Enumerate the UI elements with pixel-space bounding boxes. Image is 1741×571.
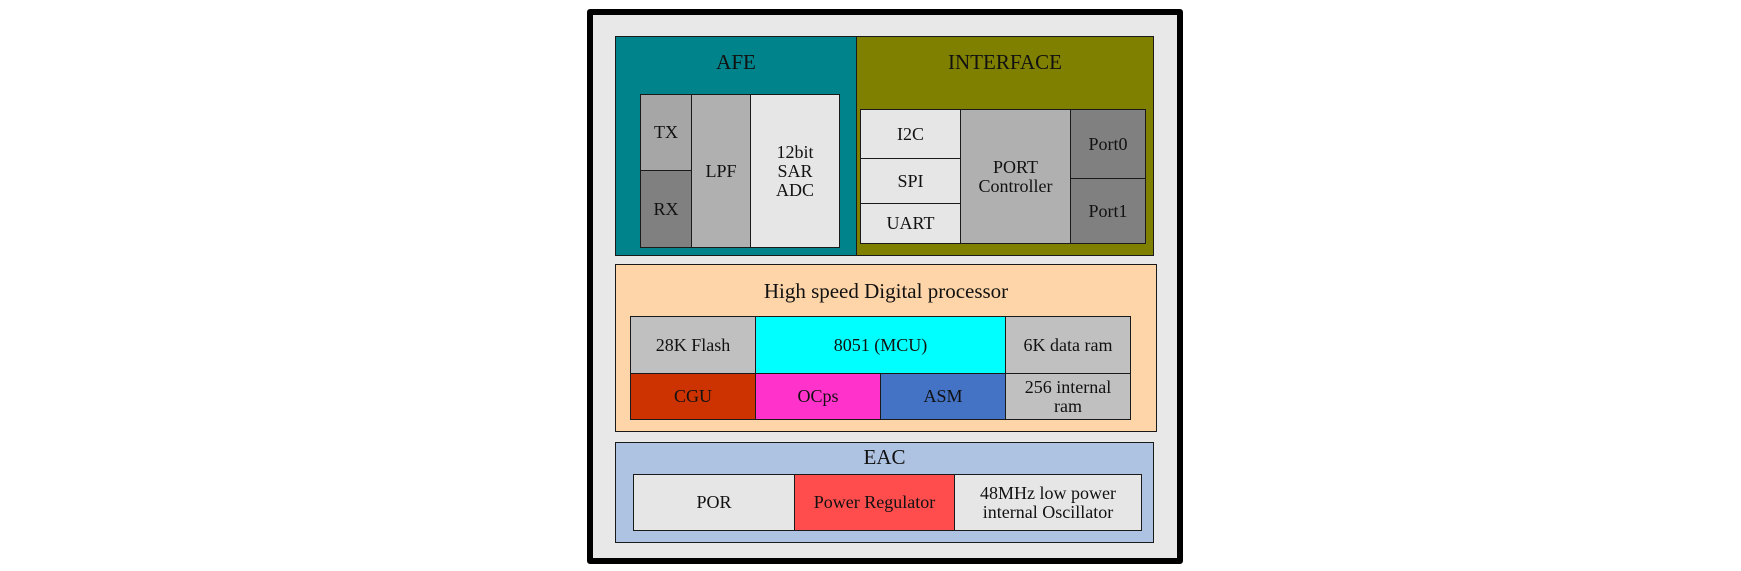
port1-block: Port1 [1070,178,1146,244]
afe-title: AFE [716,50,756,74]
interface-title: INTERFACE [948,50,1062,74]
internal-ram-block: 256 internal ram [1005,373,1131,420]
port0-block: Port0 [1070,109,1146,179]
port-controller-block: PORT Controller [960,109,1071,244]
adc-block: 12bit SAR ADC [750,94,840,248]
power-regulator-block: Power Regulator [794,474,955,531]
eac-title: EAC [863,445,906,469]
flash-block: 28K Flash [630,316,756,374]
ocps-block: OCps [755,373,881,420]
digital-processor-title: High speed Digital processor [763,279,1009,303]
data-ram-block: 6K data ram [1005,316,1131,374]
spi-block: SPI [860,158,961,204]
oscillator-block: 48MHz low power internal Oscillator [954,474,1142,531]
asm-block: ASM [880,373,1006,420]
tx-block: TX [640,94,692,171]
mcu-block: 8051 (MCU) [755,316,1006,374]
cgu-block: CGU [630,373,756,420]
i2c-block: I2C [860,109,961,159]
uart-block: UART [860,203,961,244]
por-block: POR [633,474,795,531]
rx-block: RX [640,170,692,248]
lpf-block: LPF [691,94,751,248]
